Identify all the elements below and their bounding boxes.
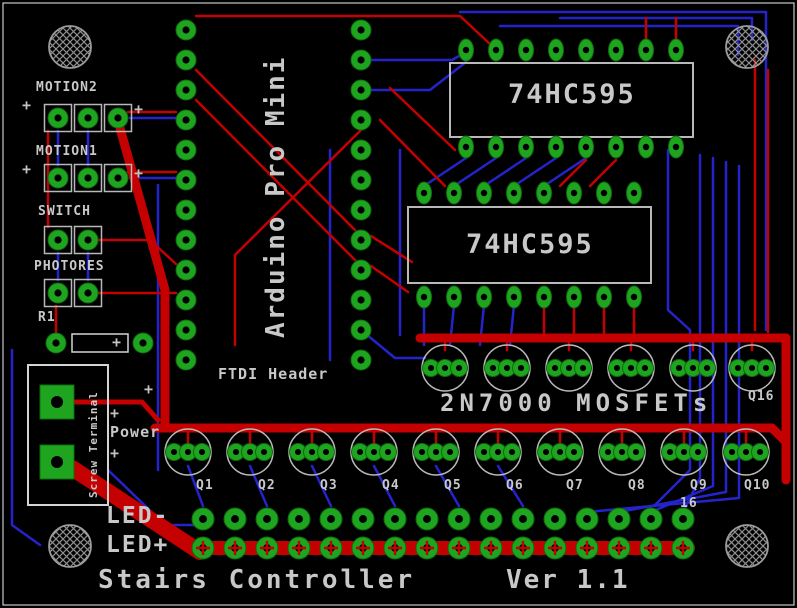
- ic2-label: 74HC595: [466, 229, 594, 260]
- plus-mark: +: [112, 333, 122, 351]
- mounting-holes: [48, 25, 769, 568]
- plus-mark: +: [144, 380, 154, 398]
- motion1-label: MOTION1: [36, 144, 98, 159]
- arduino-pro-mini-label: Arduino Pro Mini: [261, 55, 291, 338]
- transistor-label-q9: Q9: [690, 478, 708, 493]
- channel-16-label: 16: [680, 496, 698, 511]
- r1-label: R1: [38, 310, 56, 325]
- plus-mark: +: [22, 96, 32, 114]
- version-label: Ver 1.1: [506, 565, 630, 595]
- plus-mark: +: [110, 404, 120, 422]
- photores-label: PHOTORES: [34, 259, 105, 274]
- ic1-label: 74HC595: [508, 79, 636, 110]
- transistor-label-q7: Q7: [566, 478, 584, 493]
- transistor-label-q4: Q4: [382, 478, 400, 493]
- board-name-label: Stairs Controller: [98, 565, 416, 595]
- transistor-label-q16: Q16: [748, 389, 775, 404]
- led-minus-label: LED-: [106, 503, 170, 529]
- transistor-label-q2: Q2: [258, 478, 276, 493]
- transistor-label-q1: Q1: [196, 478, 214, 493]
- transistor-label-q6: Q6: [506, 478, 524, 493]
- plus-mark: +: [134, 100, 144, 118]
- screw-terminal-label: Screw Terminal: [87, 391, 100, 498]
- transistor-label-q8: Q8: [628, 478, 646, 493]
- plus-mark: +: [22, 160, 32, 178]
- power-label: Power: [110, 423, 161, 441]
- transistor-label-q10: Q10: [744, 478, 771, 493]
- switch-label: SWITCH: [38, 204, 91, 219]
- motion2-label: MOTION2: [36, 80, 98, 95]
- led-plus-label: LED+: [106, 532, 170, 558]
- plus-mark: +: [110, 444, 120, 462]
- plus-mark: +: [134, 164, 144, 182]
- transistor-label-q3: Q3: [320, 478, 338, 493]
- component-pads: [39, 19, 775, 560]
- ftdi-header-label: FTDI Header: [218, 365, 329, 383]
- transistor-label-q5: Q5: [444, 478, 462, 493]
- mosfets-label: 2N7000 MOSFETs: [440, 389, 713, 417]
